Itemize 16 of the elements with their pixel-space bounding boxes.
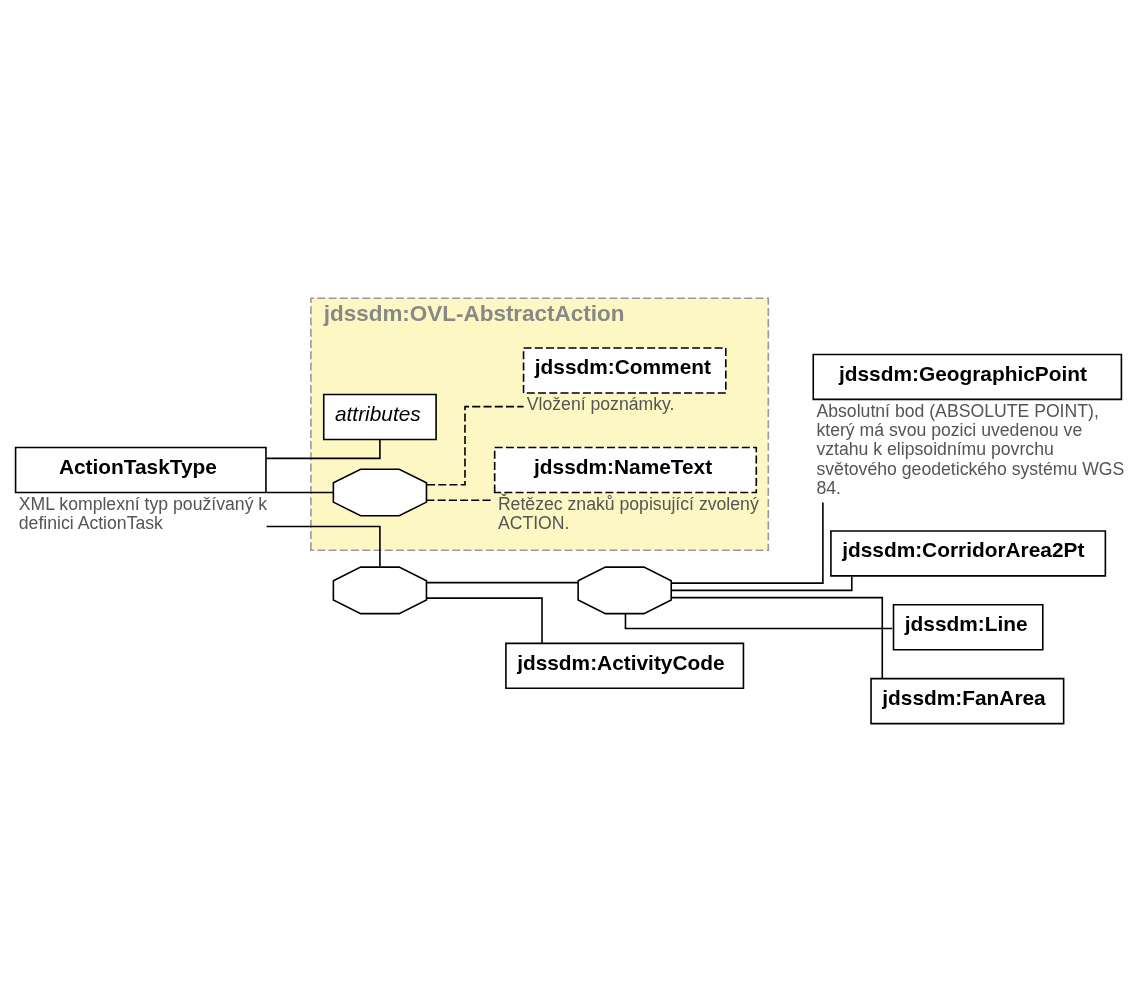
connector [265,438,381,459]
connector [425,581,579,583]
node-octagon [577,565,672,614]
connector [670,501,824,584]
connector [670,596,884,679]
connector [265,491,334,493]
node-label: Řetězec znaků popisující zvolený ACTION. [497,493,759,533]
node-label: XML komplexní typ používaný k definici ActionTask [18,493,268,533]
node-label: Vložení poznámky. [526,393,675,414]
node-octagon [332,565,428,614]
connector [670,574,853,591]
connector [426,596,543,644]
node-label: Absolutní bod (ABSOLUTE POINT), který má svou pozici uvedenou ve vztahu k elipsoidnímu povrchu světového geodetického systému WGS 84. [816,400,1125,498]
connector [426,405,525,485]
connector [265,525,381,567]
node-octagon [332,467,428,517]
